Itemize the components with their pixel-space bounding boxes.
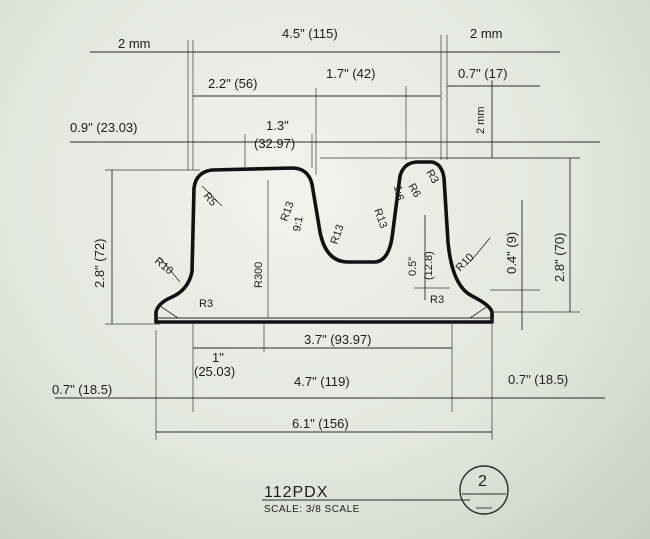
label-r300: R300 xyxy=(253,262,265,288)
label-slot-to-right: 1.7" (42) xyxy=(326,66,375,81)
drawing-scale: SCALE: 3/8 SCALE xyxy=(264,504,360,515)
label-hump-13-mm: (32.97) xyxy=(254,136,295,151)
label-r3-top: R3 xyxy=(423,168,440,186)
label-taper-left: 9:1 xyxy=(291,215,305,232)
label-slot-05: 0.5" xyxy=(407,257,419,276)
part-profile-outline xyxy=(154,160,494,324)
leader-r10-right xyxy=(469,237,491,263)
label-bottom-47: 4.7" (119) xyxy=(294,374,350,389)
label-r6: R6 xyxy=(405,182,422,200)
leader-r3-left xyxy=(159,305,179,319)
label-r10-right: R10 xyxy=(454,251,477,274)
label-r3-right: R3 xyxy=(430,294,444,306)
drawing-title: 112PDX xyxy=(264,484,328,501)
label-bottom-37: 3.7" (93.97) xyxy=(304,332,372,347)
label-top-right-2mm: 2 mm xyxy=(470,26,503,41)
label-right-height: 2.8" (70) xyxy=(552,233,567,282)
label-left-to-slot: 2.2" (56) xyxy=(208,76,257,91)
leader-r3-right xyxy=(469,305,489,319)
label-right-07: 0.7" (17) xyxy=(458,66,507,81)
label-right-04: 0.4" (9) xyxy=(504,232,519,274)
leader-r5 xyxy=(201,185,223,207)
label-bottom-07-left: 0.7" (18.5) xyxy=(52,382,112,397)
label-bottom-1in: 1" xyxy=(212,350,224,365)
label-bottom-07-right: 0.7" (18.5) xyxy=(508,372,568,387)
label-right-vertical-2mm: 2 mm xyxy=(475,107,487,135)
label-r5: R5 xyxy=(201,190,219,208)
detail-bubble xyxy=(459,465,509,515)
label-overall-top: 4.5" (115) xyxy=(282,26,338,41)
label-r10-left: R10 xyxy=(152,255,175,277)
label-r13-b: R13 xyxy=(329,223,347,246)
label-slot-05-mm: (12.8) xyxy=(423,251,435,280)
label-top-left-2mm: 2 mm xyxy=(118,36,151,51)
label-left-height: 2.8" (72) xyxy=(92,239,107,288)
leader-r10-left xyxy=(159,257,181,283)
label-r13-c: R13 xyxy=(371,207,389,230)
label-bottom-1in-mm: (25.03) xyxy=(194,364,235,379)
label-taper-right: 1:6 xyxy=(391,184,405,201)
label-overall-bottom: 6.1" (156) xyxy=(292,416,349,431)
label-r3-left: R3 xyxy=(199,298,213,310)
label-hump-13: 1.3" xyxy=(266,118,289,133)
detail-number: 2 xyxy=(478,473,488,490)
label-left-09: 0.9" (23.03) xyxy=(70,120,138,135)
